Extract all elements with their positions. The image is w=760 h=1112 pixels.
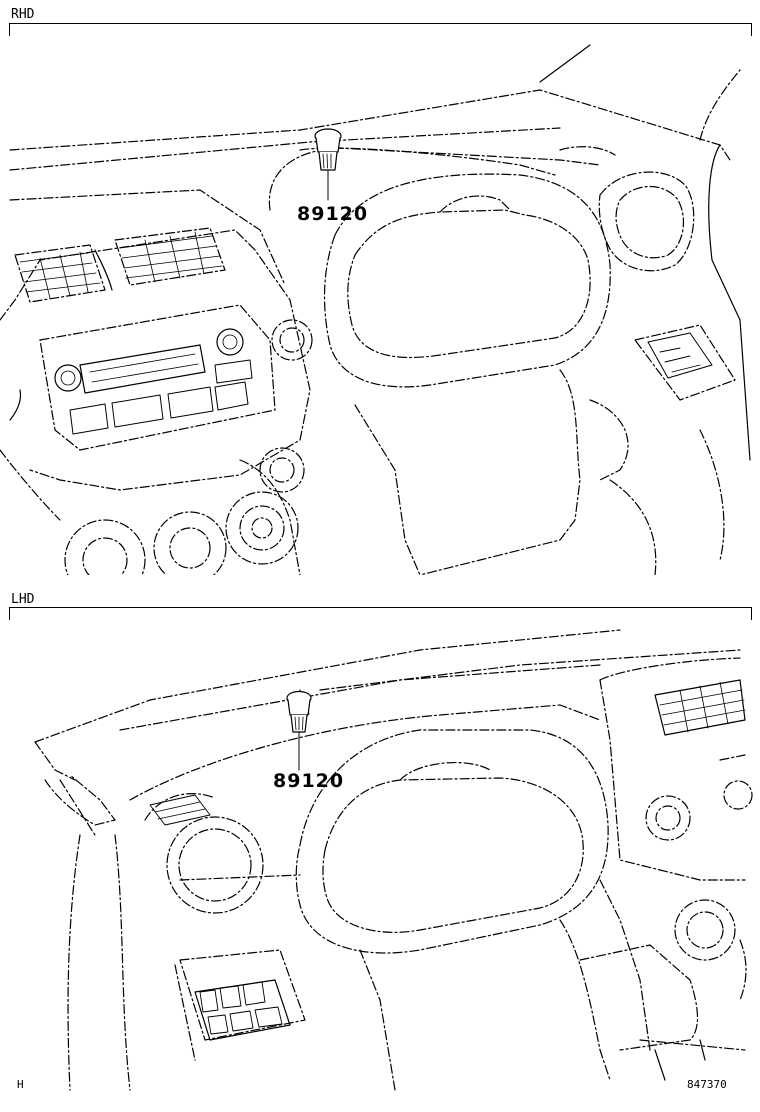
section-bracket-rhd: [9, 23, 752, 36]
dashboard-illustration-lhd: [34, 629, 753, 1091]
section-label-lhd: LHD: [11, 592, 35, 607]
footer-left-code: H: [17, 1078, 24, 1091]
section-label-rhd: RHD: [11, 7, 35, 22]
part-number-callout-lhd: 89120: [273, 770, 345, 792]
part-number-callout-rhd: 89120: [297, 203, 369, 225]
dashboard-illustration-rhd: [0, 44, 751, 575]
section-bracket-lhd: [9, 607, 752, 620]
clip-part-rhd: [314, 128, 342, 201]
footer-drawing-number: 847370: [687, 1078, 727, 1091]
clip-part-lhd: [286, 690, 312, 771]
